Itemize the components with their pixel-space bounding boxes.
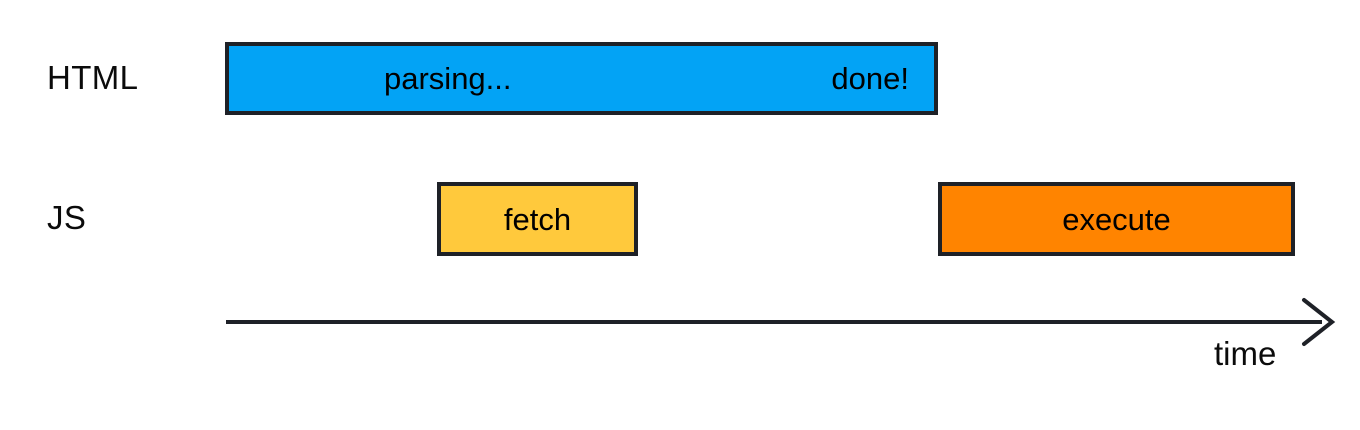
js-fetch-label: fetch: [503, 201, 572, 237]
time-axis-label: time: [1214, 335, 1277, 372]
row-label-js: JS: [47, 199, 87, 236]
html-parsing-label: parsing...: [384, 61, 512, 96]
time-axis-arrow-icon: [226, 298, 1336, 346]
js-execute-label: execute: [1062, 201, 1171, 237]
js-fetch-bar: fetch: [437, 182, 638, 256]
row-label-html: HTML: [47, 59, 139, 96]
js-execute-bar: execute: [938, 182, 1295, 256]
html-done-label: done!: [831, 61, 909, 96]
html-parsing-bar: parsing... done!: [225, 42, 938, 115]
